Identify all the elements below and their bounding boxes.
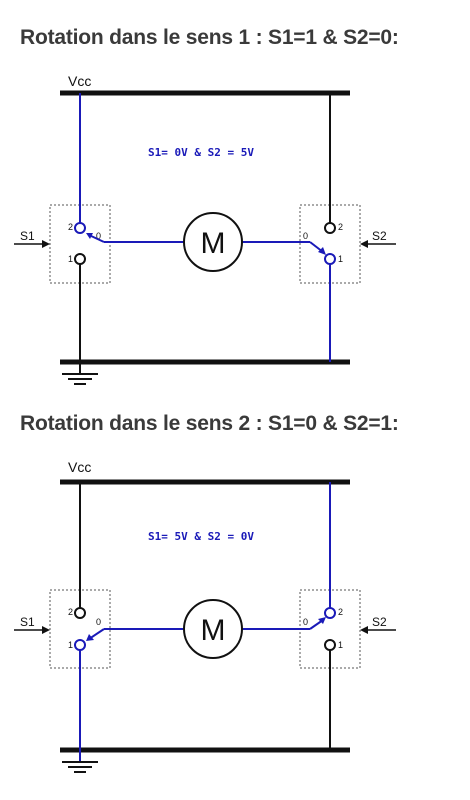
s1-pin-2 bbox=[74, 222, 86, 234]
s2-pin-1 bbox=[324, 639, 336, 651]
h-bridge-diagram-1: Vcc S1= 0V & S2 = 5V 2 1 0 S1 M 2 1 0 S2 bbox=[14, 73, 396, 385]
motor-label: M bbox=[201, 227, 226, 260]
s1-pin-1-label: 1 bbox=[68, 640, 73, 650]
s2-pin-0-label: 0 bbox=[303, 231, 308, 241]
s1-pin-2-label: 2 bbox=[68, 222, 73, 232]
voltage-note: S1= 0V & S2 = 5V bbox=[148, 146, 254, 159]
s2-arm-arrow bbox=[318, 617, 326, 624]
s1-arm-arrow bbox=[86, 634, 94, 641]
motor bbox=[183, 599, 243, 659]
heading-rotation-sens-2: Rotation dans le sens 2 : S1=0 & S2=1: bbox=[20, 412, 399, 435]
s1-pin-1 bbox=[74, 639, 86, 651]
motor bbox=[183, 212, 243, 272]
s1-pin-1-label: 1 bbox=[68, 254, 73, 264]
s2-input-arrow bbox=[360, 626, 368, 634]
s1-pin-0-label: 0 bbox=[96, 617, 101, 627]
s1-pin-1 bbox=[74, 253, 86, 265]
s1-pin-2-label: 2 bbox=[68, 607, 73, 617]
s2-pin-1-label: 1 bbox=[338, 254, 343, 264]
vcc-label: Vcc bbox=[68, 459, 91, 475]
s2-pin-2-label: 2 bbox=[338, 222, 343, 232]
s1-arm-arrow bbox=[86, 233, 93, 239]
motor-label: M bbox=[201, 614, 226, 647]
s2-label: S2 bbox=[372, 615, 387, 629]
s2-pin-0-label: 0 bbox=[303, 617, 308, 627]
s2-pin-2-label: 2 bbox=[338, 607, 343, 617]
s1-input-arrow bbox=[42, 626, 50, 634]
ground-symbol-icon bbox=[62, 362, 98, 385]
s1-switch-arm bbox=[88, 234, 105, 243]
s1-label: S1 bbox=[20, 615, 35, 629]
s1-label: S1 bbox=[20, 229, 35, 243]
ground-symbol-icon bbox=[62, 750, 98, 773]
s1-pin-2 bbox=[74, 607, 86, 619]
s2-label: S2 bbox=[372, 229, 387, 243]
s2-pin-2 bbox=[324, 222, 336, 234]
s2-pin-1 bbox=[324, 253, 336, 265]
vcc-label: Vcc bbox=[68, 73, 91, 89]
heading-rotation-sens-1: Rotation dans le sens 1 : S1=1 & S2=0: bbox=[20, 26, 399, 49]
voltage-note: S1= 5V & S2 = 0V bbox=[148, 530, 254, 543]
s1-pin-0-label: 0 bbox=[96, 231, 101, 241]
h-bridge-diagram-2: Vcc S1= 5V & S2 = 0V 2 1 0 S1 M 2 1 0 S2 bbox=[14, 459, 396, 773]
s2-pin-1-label: 1 bbox=[338, 640, 343, 650]
s1-input-arrow bbox=[42, 240, 50, 248]
s2-arm-arrow bbox=[318, 247, 326, 255]
s2-pin-2 bbox=[324, 607, 336, 619]
s2-input-arrow bbox=[360, 240, 368, 248]
